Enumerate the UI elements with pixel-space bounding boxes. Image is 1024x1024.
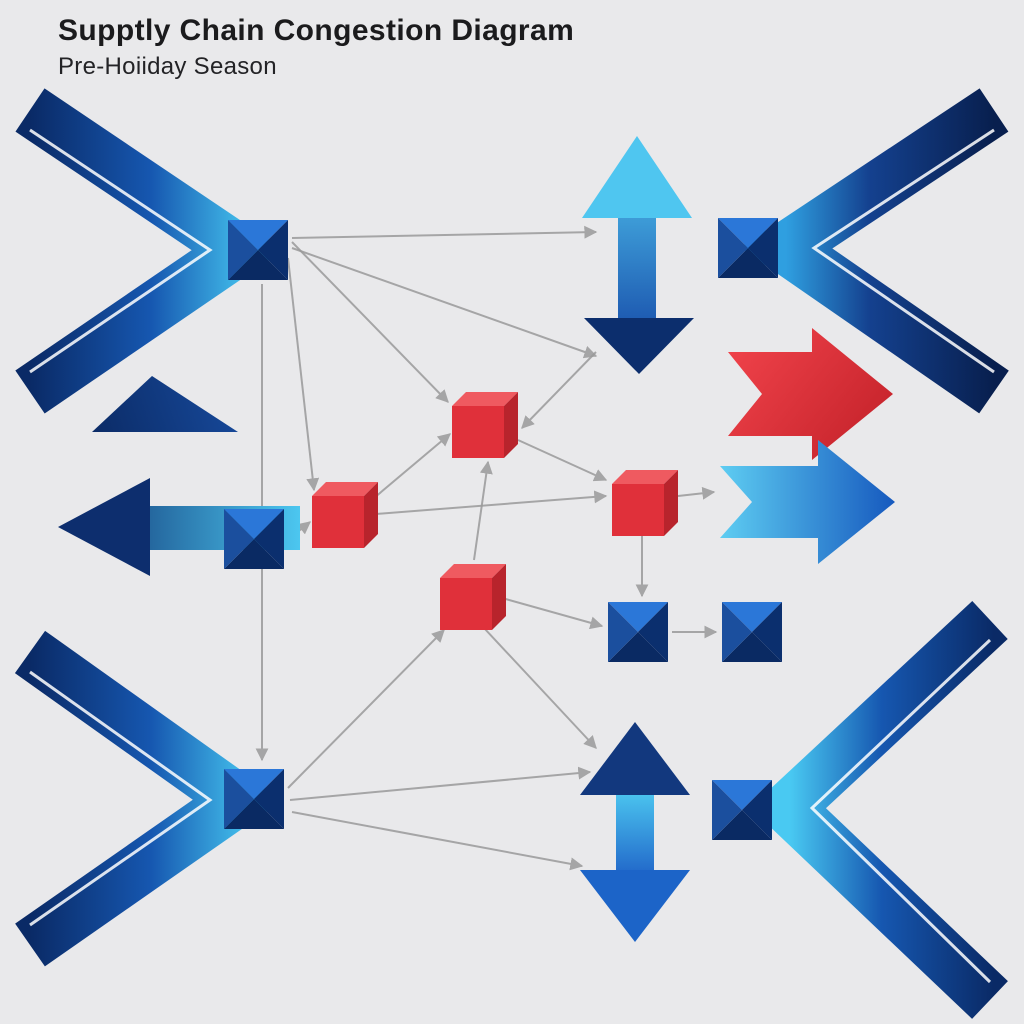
congestion-cube-1	[452, 392, 518, 458]
connector-line	[287, 257, 320, 492]
connector-line	[501, 597, 604, 630]
hub-node-center-right	[722, 602, 782, 662]
vertical-flow-arrow-bottom	[580, 722, 690, 942]
inbound-chevron-bottom-right	[750, 600, 1008, 1019]
connector-line	[517, 439, 608, 482]
delay-triangle-left	[92, 376, 238, 432]
chevron-stripe	[29, 128, 213, 374]
chevron-stripe	[811, 128, 995, 374]
connector-line	[483, 627, 597, 749]
page-title: Supptly Chain Congestion Diagram	[58, 14, 575, 47]
inbound-chevron-top-right	[739, 88, 1009, 414]
arrow-head-left	[58, 478, 150, 576]
connector-line	[289, 766, 592, 801]
congestion-cube-2	[312, 482, 378, 548]
hub-node-top-left	[228, 220, 288, 280]
page-subtitle: Pre-Hoiiday Season	[58, 52, 277, 80]
connector-line	[291, 225, 598, 239]
connector-line	[291, 241, 449, 403]
arrow-head-down	[580, 870, 690, 942]
chevron-stripe	[809, 638, 992, 984]
inbound-chevron-bottom-left	[14, 630, 284, 967]
arrow-head-down	[584, 318, 694, 374]
connector-line	[291, 247, 598, 359]
congestion-cube-4	[612, 470, 678, 536]
diagram-header: Supptly Chain Congestion Diagram Pre-Hoi…	[58, 14, 574, 81]
hub-node-mid-left	[224, 509, 284, 569]
connector-line	[373, 433, 451, 499]
chevron-stripe	[29, 670, 213, 927]
connector-line	[521, 351, 597, 429]
vertical-flow-arrow-top	[582, 136, 694, 374]
hub-node-center-left	[608, 602, 668, 662]
connector-line	[677, 486, 716, 500]
hub-node-bottom-left	[224, 769, 284, 829]
hub-node-bottom-right	[712, 780, 772, 840]
arrow-head-up	[582, 136, 692, 218]
arrow-shaft	[616, 790, 654, 878]
arrow-head-up	[580, 722, 690, 795]
hub-node-top-right	[718, 218, 778, 278]
connector-line	[375, 490, 608, 515]
congestion-cube-3	[440, 564, 506, 630]
inbound-chevron-top-left	[15, 88, 285, 414]
arrow-shaft	[618, 214, 656, 330]
outbound-arrow-blue	[720, 440, 895, 564]
express-arrow-red	[728, 328, 893, 460]
connector-line	[287, 629, 445, 789]
connector-line	[291, 811, 584, 871]
connector-line	[473, 460, 493, 561]
